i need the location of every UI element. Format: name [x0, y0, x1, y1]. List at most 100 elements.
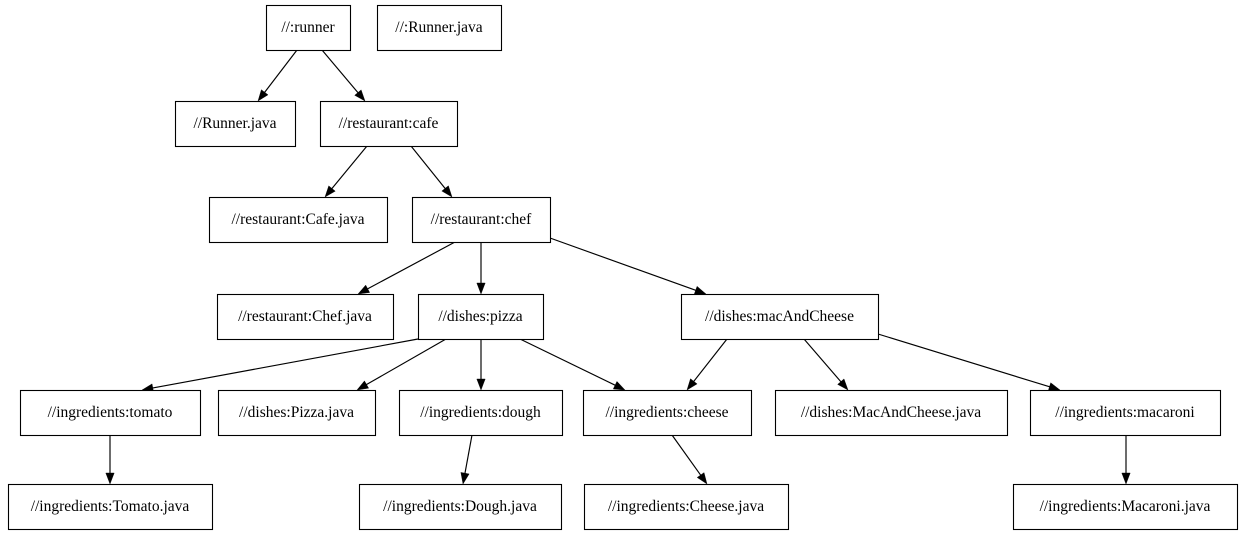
graph-node-runner[interactable]: //:runner [265, 4, 352, 52]
arrowhead-icon [686, 378, 698, 391]
node-box[interactable] [319, 100, 459, 148]
arrowhead-icon [354, 89, 366, 102]
node-box[interactable] [358, 483, 563, 531]
node-label: //ingredients:dough [420, 404, 541, 421]
graph-node-cheese_java[interactable]: //ingredients:Cheese.java [583, 483, 790, 531]
arrowhead-icon [1047, 382, 1061, 391]
arrowhead-icon [837, 378, 849, 391]
node-box[interactable] [216, 293, 395, 341]
arrowhead-icon [357, 284, 370, 295]
arrowhead-icon [324, 185, 336, 198]
arrowhead-icon [1121, 472, 1131, 485]
node-box[interactable] [174, 100, 297, 148]
edge-line [803, 338, 843, 384]
edge-line [877, 333, 1052, 388]
node-box[interactable] [19, 389, 202, 437]
graph-edge [476, 339, 486, 391]
node-label: //ingredients:Tomato.java [31, 498, 190, 515]
graph-edge [410, 145, 453, 198]
graph-edge [1121, 435, 1131, 485]
arrowhead-icon [476, 282, 486, 295]
graph-node-ing_cheese[interactable]: //ingredients:cheese [582, 389, 753, 437]
node-box[interactable] [583, 483, 790, 531]
edge-line [410, 145, 447, 191]
node-label: //ingredients:Cheese.java [608, 498, 764, 515]
graph-edge [671, 434, 708, 485]
graph-node-cafe_java[interactable]: //restaurant:Cafe.java [208, 196, 389, 244]
node-box[interactable] [774, 389, 1009, 437]
node-label: //dishes:macAndCheese [705, 308, 854, 325]
graph-node-runner_java[interactable]: //Runner.java [174, 100, 297, 148]
graph-node-restaurant_chef[interactable]: //restaurant:chef [411, 196, 552, 244]
node-label: //restaurant:Chef.java [238, 308, 372, 325]
graph-node-ing_tomato[interactable]: //ingredients:tomato [19, 389, 202, 437]
graph-edge [141, 338, 419, 393]
graph-edge [803, 338, 849, 391]
node-label: //dishes:MacAndCheese.java [801, 404, 981, 421]
graph-node-ing_dough[interactable]: //ingredients:dough [398, 389, 564, 437]
graph-edge [321, 49, 366, 102]
node-box[interactable] [411, 196, 552, 244]
graph-edge [476, 242, 486, 295]
node-box[interactable] [265, 4, 352, 52]
node-label: //dishes:Pizza.java [239, 404, 354, 421]
graph-node-restaurant_cafe[interactable]: //restaurant:cafe [319, 100, 459, 148]
arrowhead-icon [460, 472, 470, 485]
node-box[interactable] [7, 483, 214, 531]
node-box[interactable] [417, 293, 545, 341]
node-box[interactable] [680, 293, 880, 341]
edge-line [330, 145, 368, 191]
node-box[interactable] [376, 4, 503, 52]
arrowhead-icon [441, 185, 453, 198]
graph-node-runner_java_root[interactable]: //:Runner.java [376, 4, 503, 52]
graph-edge [356, 338, 447, 391]
graph-edge [324, 145, 368, 198]
graph-node-mac_java[interactable]: //dishes:MacAndCheese.java [774, 389, 1009, 437]
node-label: //restaurant:Cafe.java [232, 211, 365, 228]
edges-layer [105, 49, 1131, 485]
graph-node-tomato_java[interactable]: //ingredients:Tomato.java [7, 483, 214, 531]
graph-node-chef_java[interactable]: //restaurant:Chef.java [216, 293, 395, 341]
node-box[interactable] [582, 389, 753, 437]
graph-node-dishes_pizza[interactable]: //dishes:pizza [417, 293, 545, 341]
edge-line [365, 241, 456, 291]
graph-node-dough_java[interactable]: //ingredients:Dough.java [358, 483, 563, 531]
arrowhead-icon [693, 285, 707, 295]
edge-line [692, 338, 728, 384]
edge-line [321, 49, 360, 95]
graph-edge [519, 338, 626, 391]
graph-edge [257, 49, 298, 102]
node-box[interactable] [208, 196, 389, 244]
arrowhead-icon [105, 472, 115, 485]
graph-node-macaroni_java[interactable]: //ingredients:Macaroni.java [1012, 483, 1239, 531]
arrowhead-icon [612, 381, 626, 391]
node-label: //dishes:pizza [438, 308, 522, 325]
graph-node-pizza_java[interactable]: //dishes:Pizza.java [217, 389, 377, 437]
node-label: //ingredients:Dough.java [383, 498, 537, 515]
graph-edge [549, 237, 707, 295]
graph-edge [460, 434, 473, 485]
edge-line [364, 338, 447, 387]
node-label: //:Runner.java [395, 19, 483, 36]
edge-line [671, 434, 703, 478]
node-label: //restaurant:cafe [339, 115, 439, 132]
node-box[interactable] [217, 389, 377, 437]
graph-edge [357, 241, 456, 295]
node-box[interactable] [398, 389, 564, 437]
node-label: //restaurant:chef [431, 211, 533, 228]
graph-edge [686, 338, 728, 391]
node-label: //ingredients:tomato [48, 404, 173, 421]
graph-edge [877, 333, 1061, 391]
node-box[interactable] [1012, 483, 1239, 531]
node-label: //ingredients:Macaroni.java [1040, 498, 1211, 515]
node-box[interactable] [1029, 389, 1222, 437]
arrowhead-icon [257, 89, 269, 102]
arrowhead-icon [696, 472, 708, 485]
graph-node-ing_macaroni[interactable]: //ingredients:macaroni [1029, 389, 1222, 437]
edge-line [549, 237, 698, 292]
node-label: //Runner.java [193, 115, 276, 132]
graph-node-dishes_mac[interactable]: //dishes:macAndCheese [680, 293, 880, 341]
nodes-layer: //:runner //:Runner.java //Runner.java //re… [7, 4, 1239, 531]
